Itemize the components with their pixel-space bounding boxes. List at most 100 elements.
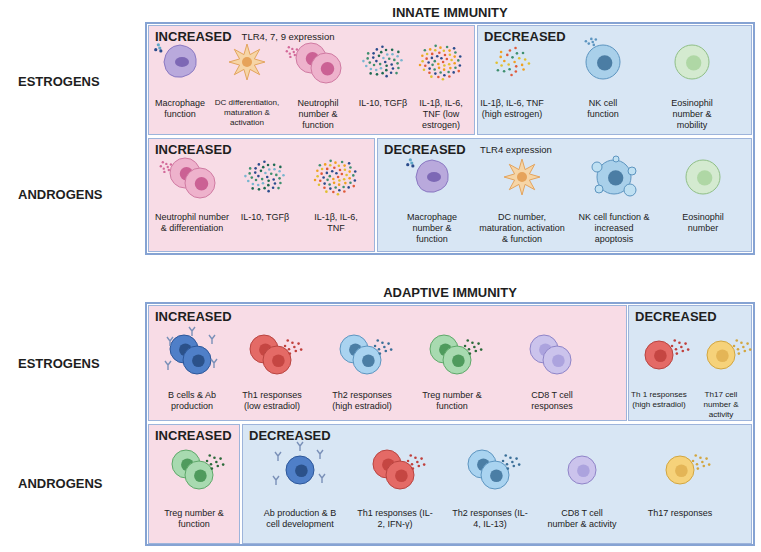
cytokine-dot xyxy=(687,348,690,351)
cell-caption: Macrophage number & function xyxy=(397,212,467,245)
cell-body xyxy=(543,346,571,374)
cell-body xyxy=(386,461,414,489)
cytokine-dot xyxy=(163,171,165,173)
apoptotic-bleb xyxy=(595,185,603,193)
cytokine-dot xyxy=(450,59,453,62)
cytokine-dot xyxy=(267,164,270,167)
antibody-symbol xyxy=(273,476,279,485)
cell-body xyxy=(185,461,213,489)
cytokine-dot xyxy=(514,47,517,50)
cytokine-dot xyxy=(385,69,388,72)
cytokine-dot xyxy=(497,69,500,72)
cytokine-dot xyxy=(433,68,436,71)
cytokine-dot xyxy=(323,182,326,185)
cytokine-dot xyxy=(264,172,267,175)
cytokine-dot xyxy=(337,193,340,196)
cytokine-dot xyxy=(480,348,483,351)
cytokine-dot xyxy=(332,178,335,181)
cytokine-dot xyxy=(326,168,329,171)
cytokine-dot xyxy=(459,55,462,58)
cytokine-dot xyxy=(397,67,400,70)
cytokine-dot xyxy=(469,352,472,355)
cytokine-dot xyxy=(436,55,439,58)
cytokine-dot xyxy=(376,339,379,342)
cytokine-dot xyxy=(443,64,446,67)
cytokine-dot xyxy=(211,467,214,470)
antibody-symbol xyxy=(189,327,195,336)
cytokine-dot xyxy=(425,57,428,60)
cell-body xyxy=(666,456,694,484)
cell-body xyxy=(263,346,291,374)
cytokine-dot xyxy=(423,68,426,71)
cytokine-dot xyxy=(267,179,270,182)
cytokine-dot xyxy=(329,164,332,167)
cytokine-dot xyxy=(449,53,452,56)
cytokine-dot xyxy=(524,58,527,61)
cytokine-dot xyxy=(697,467,700,470)
cell-nucleus xyxy=(427,172,441,182)
cytokine-dot xyxy=(390,63,393,66)
cytokine-dot xyxy=(333,182,336,185)
cytokine-dot xyxy=(375,60,378,63)
cytokine-dot xyxy=(376,48,379,51)
cell-nucleus xyxy=(192,354,205,367)
cell-body xyxy=(675,45,709,79)
cytokine-dot xyxy=(295,350,298,353)
macrophage-body xyxy=(164,45,196,77)
cytokine-dot xyxy=(257,184,260,187)
cytokine-dot xyxy=(449,67,452,70)
cytokine-dot xyxy=(442,78,445,81)
cell-nucleus xyxy=(517,172,527,182)
box-heading: INCREASED xyxy=(155,309,232,324)
cytokine-dot xyxy=(251,187,254,190)
cytokine-dot xyxy=(334,161,337,164)
cytokine-dot xyxy=(321,168,324,171)
cell-caption: Th1 responses (IL-2, IFN-γ) xyxy=(355,508,435,530)
cell-nucleus xyxy=(272,354,285,367)
cytokine-dot xyxy=(424,49,427,52)
cytokine-dot xyxy=(499,56,502,59)
cytokine-dot xyxy=(515,65,518,68)
cytokine-dot xyxy=(249,167,252,170)
cytokine-dot xyxy=(680,346,683,349)
cell-caption: IL-1β, IL-6, TNF xyxy=(306,212,366,234)
cytokine-dot xyxy=(392,67,395,70)
cytokine-dot xyxy=(372,56,375,59)
cytokine-dot xyxy=(334,186,337,189)
cytokine-dot xyxy=(671,345,674,348)
cytokine-dot xyxy=(705,457,708,460)
cytokine-dot xyxy=(270,172,273,175)
cytokine-dot xyxy=(250,176,253,179)
cytokine-dot xyxy=(396,55,399,58)
box-heading: DECREASED xyxy=(249,428,331,443)
cytokine-dot xyxy=(286,339,289,342)
cytokine-dot xyxy=(384,61,387,64)
cytokine-dot xyxy=(352,185,355,188)
cytokine-dot xyxy=(513,61,516,64)
cytokine-dot xyxy=(437,63,440,66)
cytokine-dot xyxy=(322,176,325,179)
cytokine-dot xyxy=(590,38,593,41)
cytokine-dot xyxy=(381,341,384,344)
cytokine-dot xyxy=(434,72,437,75)
cell-caption: Th 1 responses (high estradiol) xyxy=(630,390,688,410)
cytokine-dot xyxy=(217,465,220,468)
increased-box: INCREASEDTreg number & function xyxy=(148,424,240,544)
cytokine-dot xyxy=(273,168,276,171)
cytokine-dot xyxy=(369,72,372,75)
cytokine-dot xyxy=(464,345,467,348)
cytokine-dot xyxy=(430,75,433,78)
cytokine-dot xyxy=(507,467,510,470)
cytokine-dot xyxy=(160,165,162,167)
cell-caption: CD8 T cell responses xyxy=(517,390,587,412)
cytokine-dot xyxy=(696,463,699,466)
cytokine-dot xyxy=(367,52,370,55)
cytokine-dot xyxy=(381,45,384,48)
cytokine-dot xyxy=(386,53,389,56)
cytokine-dot xyxy=(168,169,170,171)
cytokine-dot xyxy=(263,187,266,190)
cytokine-dot xyxy=(439,71,442,74)
cell-body xyxy=(686,160,720,194)
cytokine-dot xyxy=(503,70,506,73)
antibody-symbol xyxy=(319,474,325,483)
